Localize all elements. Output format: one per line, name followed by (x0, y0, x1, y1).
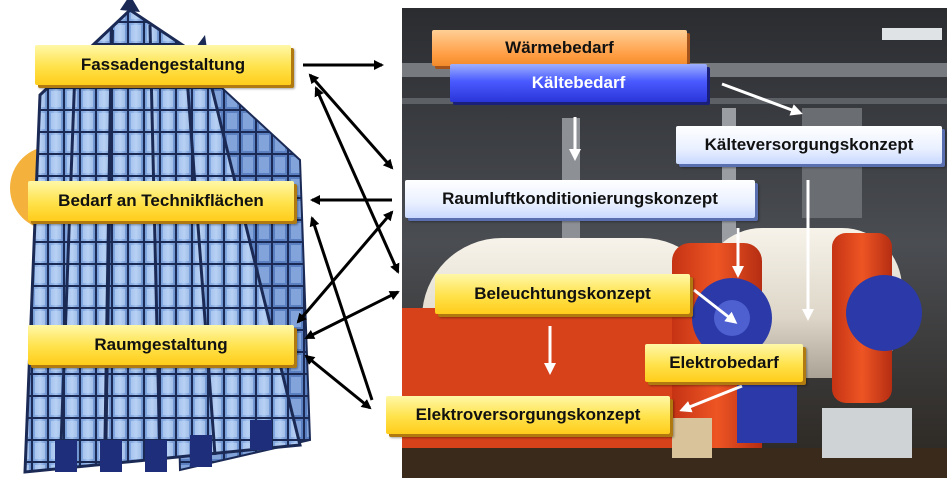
arrow-raum-elektro (304, 354, 372, 410)
arrow-fassade-beleuchtung (314, 86, 400, 274)
arrow-beleuchtung-burner (693, 288, 738, 324)
label-technikflaechen: Bedarf an Technikflächen (28, 181, 294, 221)
label-elektrobedarf: Elektrobedarf (645, 344, 803, 382)
label-waermebedarf: Wärmebedarf (432, 30, 687, 66)
arrow-raum-raumluft (296, 210, 394, 324)
arrow-raum-beleuchtung (304, 290, 400, 340)
label-kaeltebedarf: Kältebedarf (450, 64, 707, 102)
label-elektroversorgungskonzept: Elektroversorgungskonzept (386, 396, 670, 434)
label-fassadengestaltung: Fassadengestaltung (35, 45, 291, 85)
arrow-kaelte-versorgung (721, 82, 803, 116)
label-raumluftkonditionierungskonzept: Raumluftkonditionierungskonzept (405, 180, 755, 218)
arrow-fassade-raumluft (308, 73, 394, 170)
label-kaelteversorgungskonzept: Kälteversorgungskonzept (676, 126, 942, 164)
arrow-elektrobedarf-versorgung (679, 384, 743, 413)
label-beleuchtungskonzept: Beleuchtungskonzept (435, 274, 690, 314)
label-raumgestaltung: Raumgestaltung (28, 325, 294, 365)
